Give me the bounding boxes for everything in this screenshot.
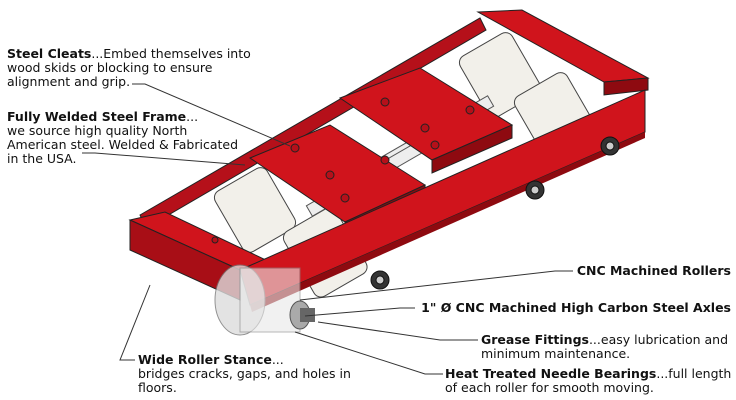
callout-wide-roller-stance: Wide Roller Stance... bridges cracks, ga… xyxy=(138,353,351,395)
callout-text: floors. xyxy=(138,380,177,395)
callout-text: of each roller for smooth moving. xyxy=(445,380,654,395)
callout-text: bridges cracks, gaps, and holes in xyxy=(138,366,351,381)
callout-text: minimum maintenance. xyxy=(481,346,631,361)
callout-cnc-rollers: CNC Machined Rollers xyxy=(577,264,731,278)
axle-end-bolts xyxy=(370,136,620,290)
callout-text: alignment and grip. xyxy=(7,74,131,89)
callout-text: American steel. Welded & Fabricated xyxy=(7,137,239,152)
leader-lines xyxy=(82,83,573,375)
callout-steel-cleats: Steel Cleats...Embed themselves into woo… xyxy=(7,47,251,89)
callout-text: ...easy lubrication and xyxy=(588,332,729,347)
callout-text: ...Embed themselves into xyxy=(91,46,251,61)
exploded-roller-axle xyxy=(214,264,315,336)
callout-title: Heat Treated Needle Bearings xyxy=(445,366,657,381)
callout-title: CNC Machined Rollers xyxy=(576,263,731,278)
callout-needle-bearings: Heat Treated Needle Bearings...full leng… xyxy=(445,367,731,395)
callout-text: ...full length xyxy=(656,366,732,381)
callout-title: Grease Fittings xyxy=(481,332,589,347)
steel-cleats xyxy=(211,97,475,244)
callout-text: wood skids or blocking to ensure xyxy=(7,60,213,75)
callout-text: ... xyxy=(186,109,199,124)
callout-title: Wide Roller Stance xyxy=(138,352,272,367)
callout-text: we source high quality North xyxy=(7,123,188,138)
callout-title: Steel Cleats xyxy=(7,46,92,61)
callout-title: 1" Ø CNC Machined High Carbon Steel Axle… xyxy=(421,300,731,315)
callout-title: Fully Welded Steel Frame xyxy=(7,109,187,124)
callout-text: in the USA. xyxy=(7,151,77,166)
callout-grease-fittings: Grease Fittings...easy lubrication and m… xyxy=(481,333,728,361)
callout-axles: 1" Ø CNC Machined High Carbon Steel Axle… xyxy=(421,301,731,315)
callout-text: ... xyxy=(271,352,284,367)
callout-welded-frame: Fully Welded Steel Frame... we source hi… xyxy=(7,110,238,166)
